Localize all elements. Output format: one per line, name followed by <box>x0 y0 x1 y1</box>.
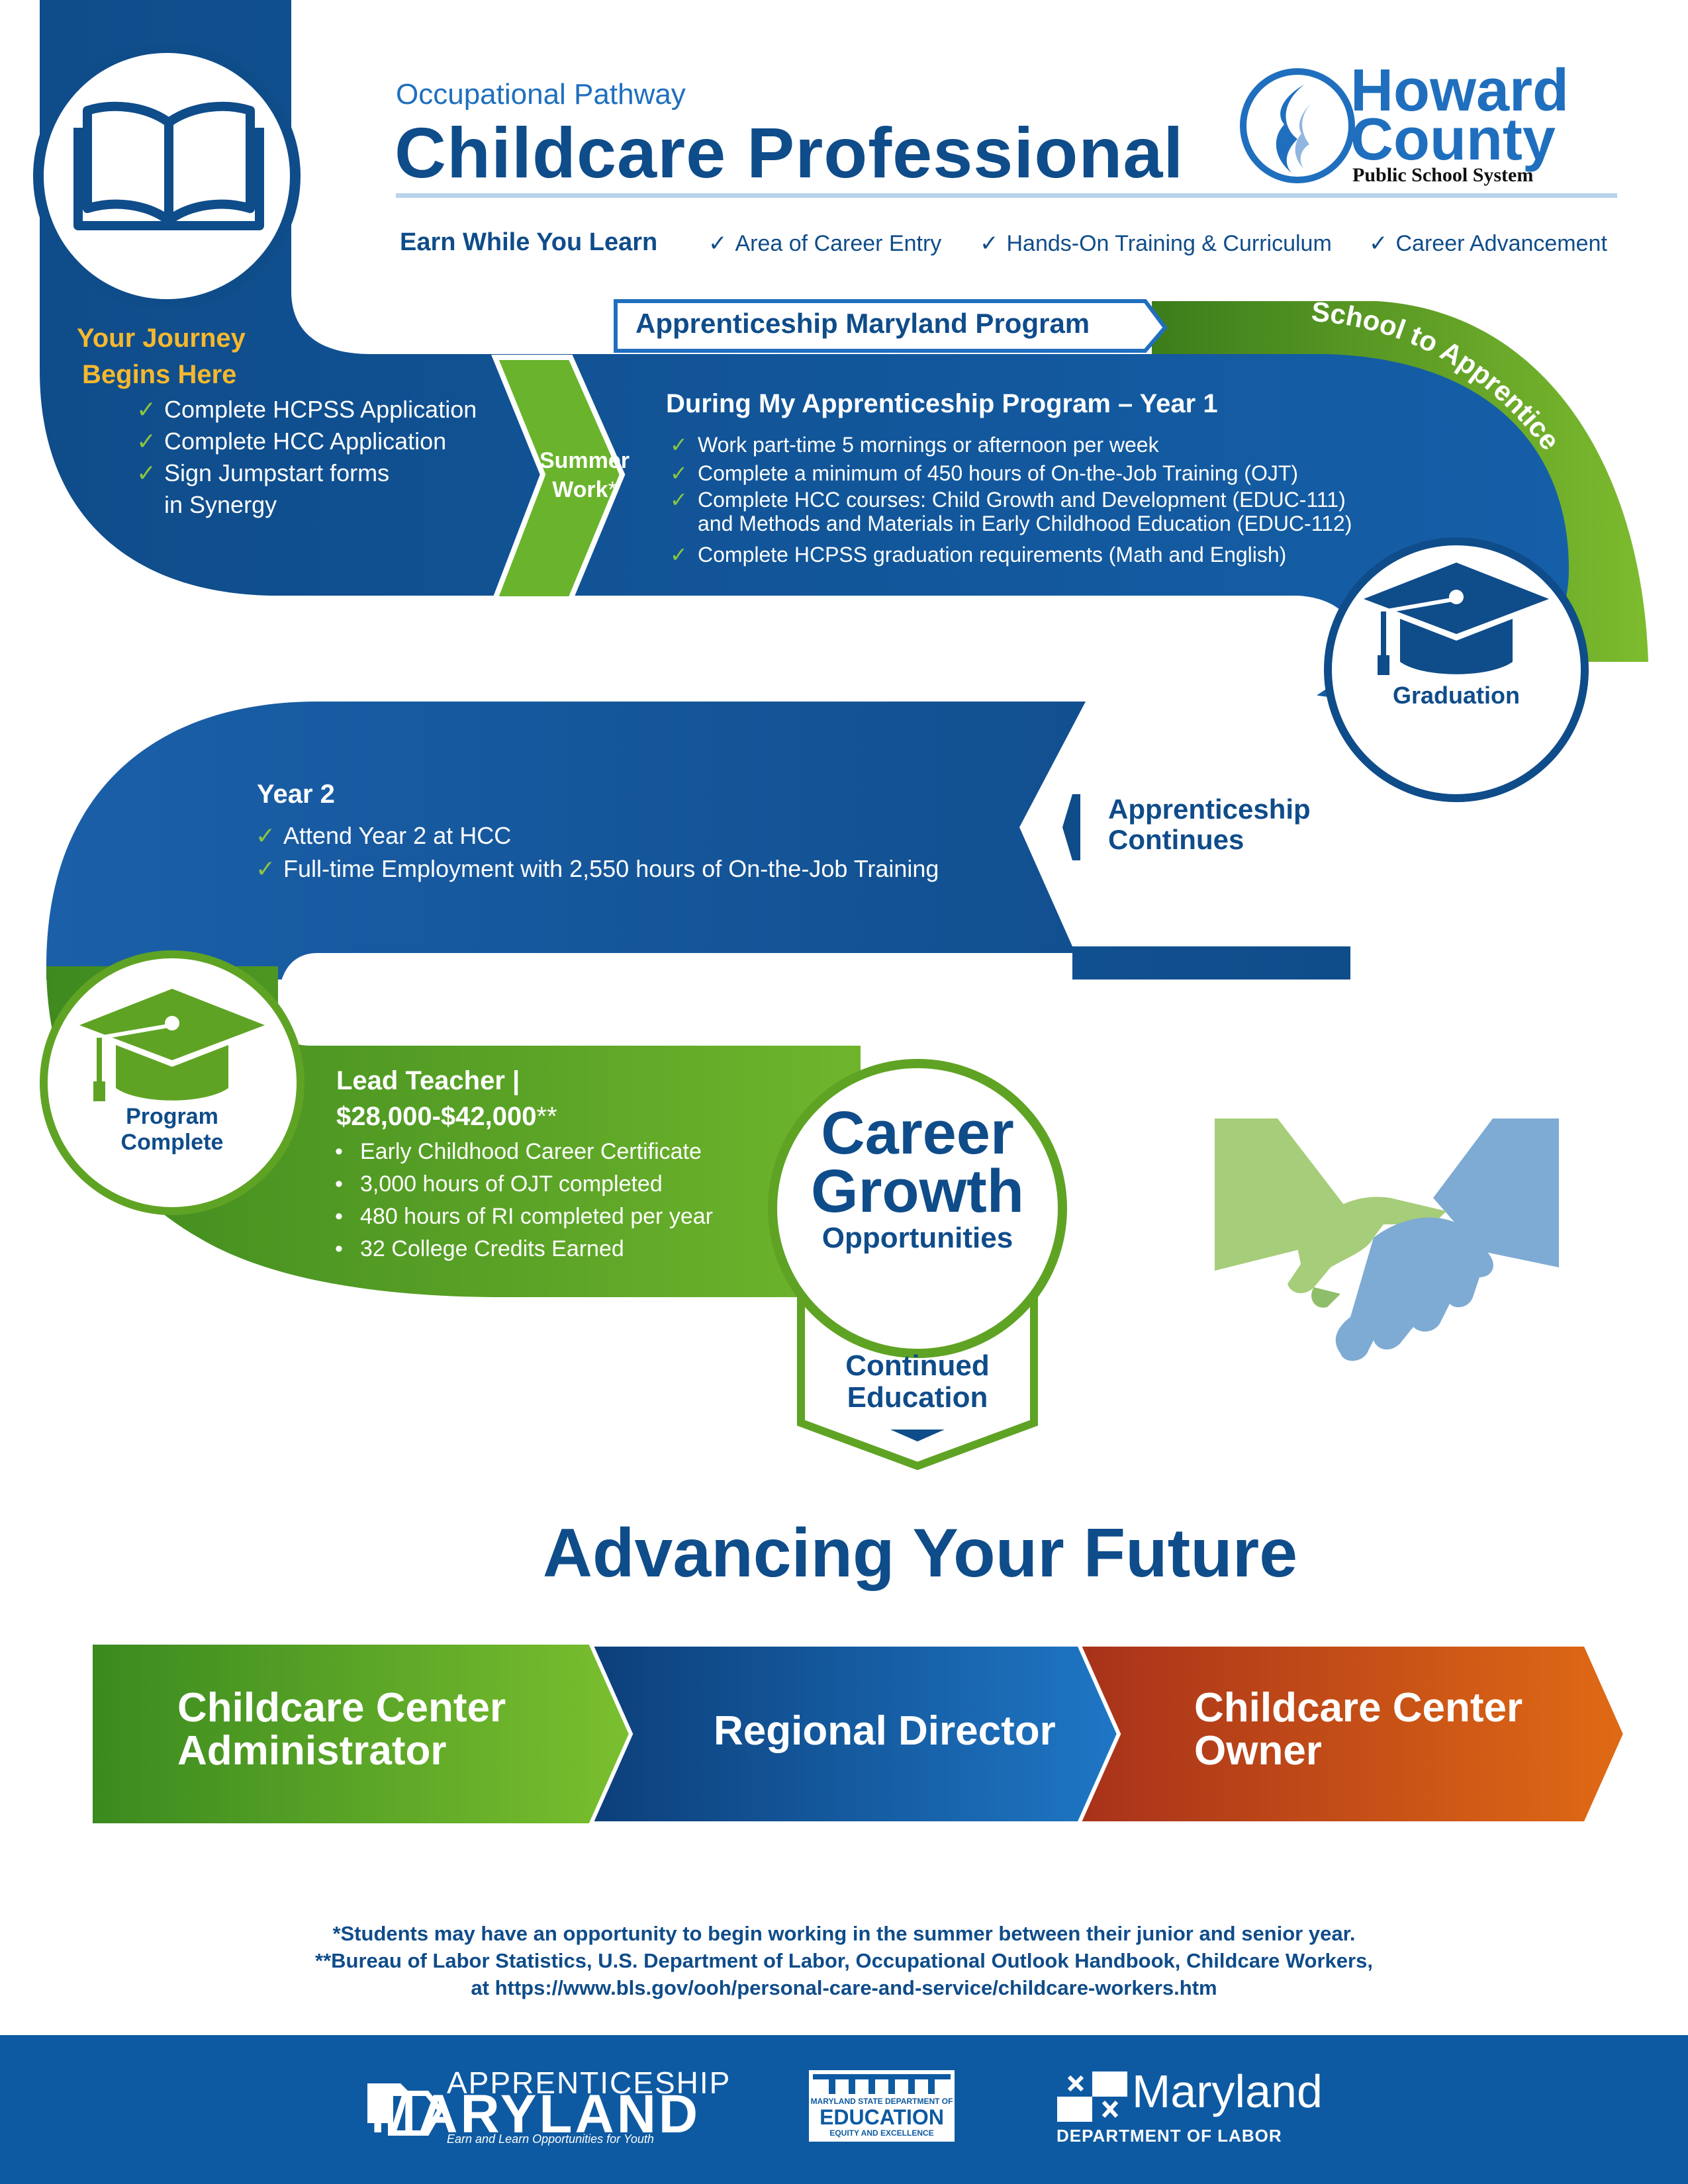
list-item: ✓Complete HCC courses: Child Growth and … <box>670 488 1346 512</box>
advancement-step-regional-director: Regional Director <box>714 1708 1056 1754</box>
check-icon: ✓ <box>136 459 157 486</box>
apprenticeship-continues-label: Apprenticeship Continues <box>1108 794 1311 856</box>
benefit-item: ✓Hands-On Training & Curriculum <box>980 231 1332 256</box>
page-title: Childcare Professional <box>395 113 1184 193</box>
msde-logo: MARYLAND STATE DEPARTMENT OF EDUCATION E… <box>809 2070 955 2142</box>
apprenticeship-maryland-logo-icon <box>367 2083 444 2136</box>
list-item: •32 College Credits Earned <box>335 1236 624 1261</box>
hcpss-logo-line2: County <box>1350 107 1556 173</box>
lead-teacher-title: Lead Teacher | $28,000-$42,000** <box>336 1066 557 1131</box>
apprenticeship-program-tab: Apprenticeship Maryland Program <box>635 308 1090 339</box>
school-to-apprentice-ribbon-label: School to Apprentice <box>1310 296 1566 455</box>
career-growth-label: Career Growth Opportunities <box>811 1099 1024 1254</box>
check-icon: ✓ <box>980 231 999 256</box>
open-book-icon <box>73 101 264 230</box>
earn-while-you-learn: Earn While You Learn <box>400 228 658 256</box>
year2-title: Year 2 <box>257 780 335 809</box>
check-icon: ✓ <box>670 488 688 512</box>
graduation-cap-icon <box>79 989 265 1101</box>
check-icon: ✓ <box>136 428 157 455</box>
continued-education-label: Continued Education <box>845 1349 990 1414</box>
list-item: ✓Attend Year 2 at HCC <box>256 819 939 852</box>
check-icon: ✓ <box>256 822 276 849</box>
header-subtitle: Occupational Pathway <box>396 78 686 111</box>
handshake-icon <box>1215 1118 1559 1361</box>
list-item: ✓Complete a minimum of 450 hours of On-t… <box>670 459 1352 488</box>
year1-list: ✓Work part-time 5 mornings or afternoon … <box>670 431 1352 569</box>
list-item: •480 hours of RI completed per year <box>335 1204 713 1229</box>
apprenticeship-logo-small: APPRENTICESHIP <box>447 2066 731 2100</box>
journey-title: Your Journey Begins Here <box>77 324 246 390</box>
hcpss-flame-logo-icon <box>1240 68 1355 183</box>
list-item: ✓Complete HCPSS Application <box>136 394 477 426</box>
benefit-item: ✓Area of Career Entry <box>708 231 942 256</box>
year2-list: ✓Attend Year 2 at HCC ✓Full-time Employm… <box>256 819 939 886</box>
advancement-step-owner: Childcare Center Owner <box>1194 1685 1523 1774</box>
list-item: in Synergy <box>164 491 277 518</box>
graduation-label: Graduation <box>1392 682 1520 709</box>
list-item: ✓Work part-time 5 mornings or afternoon … <box>670 431 1352 459</box>
program-complete-label: Program Complete <box>120 1104 224 1156</box>
check-icon: ✓ <box>708 231 727 256</box>
check-icon: ✓ <box>670 461 688 485</box>
advancement-step-administrator: Childcare Center Administrator <box>177 1685 506 1774</box>
hcpss-logo-line3: Public School System <box>1352 164 1534 186</box>
hcpss-logo-line1: Howard <box>1350 58 1570 124</box>
benefit-item: ✓Career Advancement <box>1369 231 1607 256</box>
summer-work-label: Summer Work* <box>539 448 630 503</box>
journey-list: ✓Complete HCPSS Application ✓Complete HC… <box>136 394 477 521</box>
labor-logo-line1: Maryland <box>1132 2066 1323 2117</box>
year1-title: During My Apprenticeship Program – Year … <box>666 389 1218 418</box>
check-icon: ✓ <box>1369 231 1388 256</box>
check-icon: ✓ <box>670 433 688 457</box>
list-item: ✓Full-time Employment with 2,550 hours o… <box>256 852 939 886</box>
graduation-cap-icon <box>1364 563 1549 675</box>
msde-building-icon <box>813 2074 951 2094</box>
list-item: ✓Complete HCPSS graduation requirements … <box>670 541 1352 569</box>
labor-logo-line2: DEPARTMENT OF LABOR <box>1056 2126 1282 2146</box>
list-item: ✓Complete HCC Application <box>136 426 477 457</box>
apprenticeship-logo-tag: Earn and Learn Opportunities for Youth <box>447 2132 654 2146</box>
list-item: •Early Childhood Career Certificate <box>335 1139 702 1164</box>
header-divider <box>396 193 1617 198</box>
list-item: ✓Sign Jumpstart forms <box>136 457 477 489</box>
list-item: and Methods and Materials in Early Child… <box>698 512 1352 535</box>
maryland-flag-icon <box>1057 2071 1127 2122</box>
footnotes: *Students may have an opportunity to beg… <box>315 1922 1373 1999</box>
check-icon: ✓ <box>136 396 157 423</box>
list-item: •3,000 hours of OJT completed <box>335 1171 663 1197</box>
lead-teacher-list: •Early Childhood Career Certificate •3,0… <box>331 1136 713 1265</box>
advancing-title: Advancing Your Future <box>542 1515 1298 1592</box>
check-icon: ✓ <box>670 543 688 567</box>
apprenticeship-logo-big: MARYLAND <box>371 2084 701 2144</box>
check-icon: ✓ <box>256 855 276 882</box>
